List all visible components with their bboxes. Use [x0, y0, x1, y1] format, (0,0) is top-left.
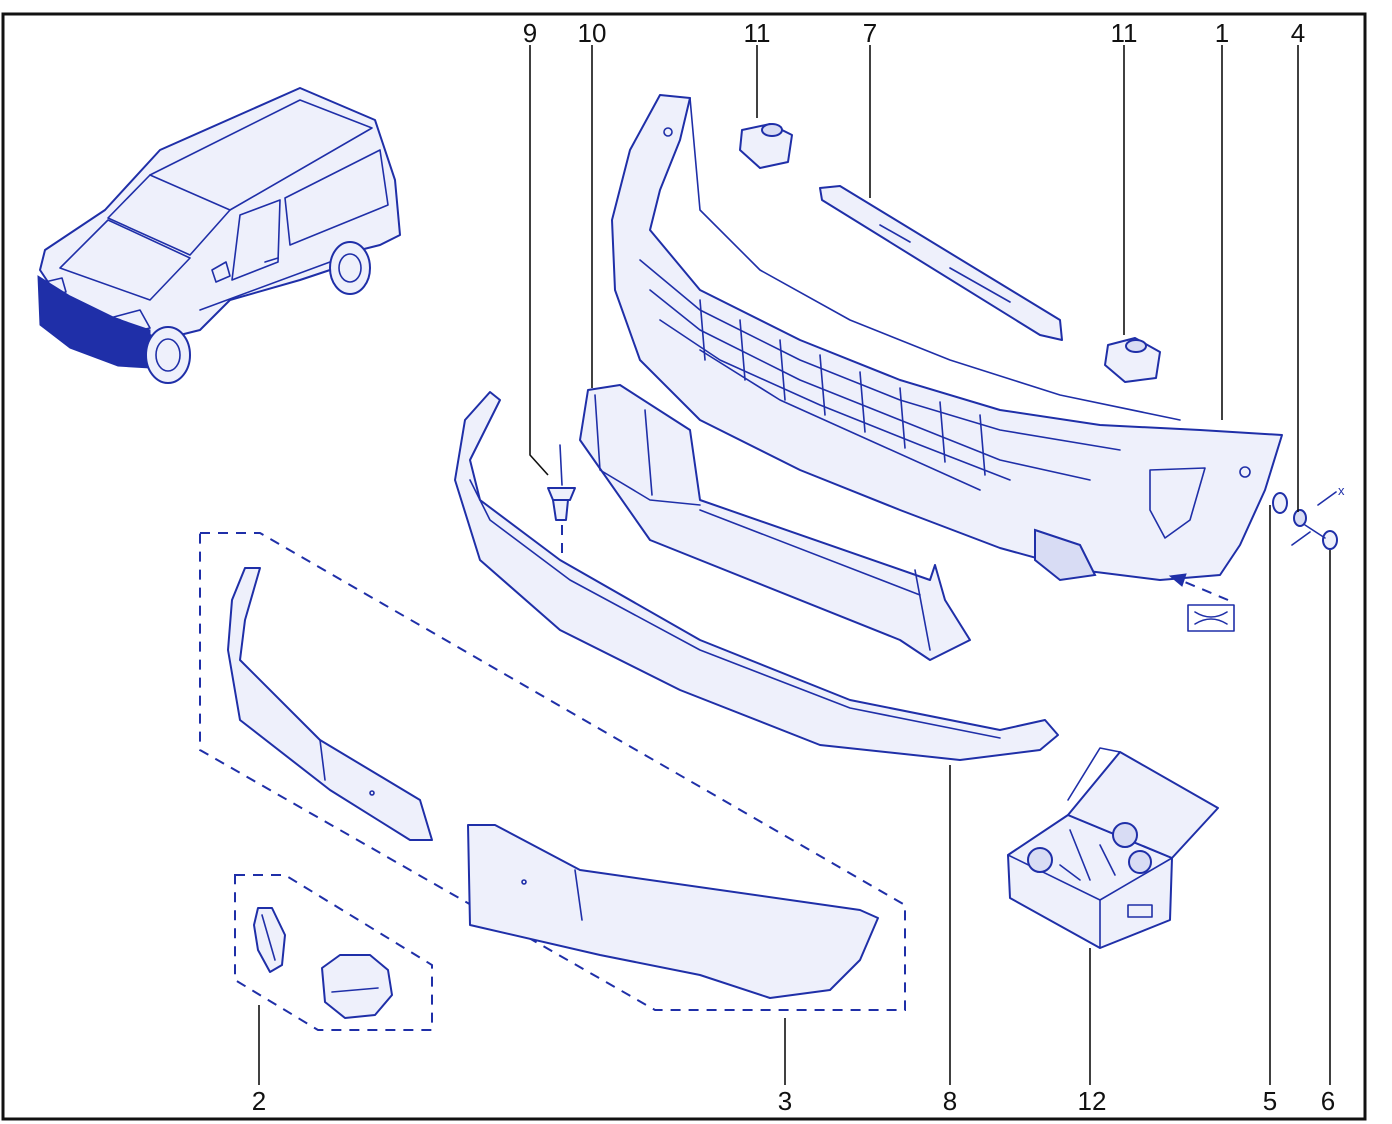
callout-9: 9 — [523, 18, 537, 48]
callout-11-top: 11 — [744, 18, 771, 48]
diagram-border — [1, 12, 1367, 1121]
part-2-covers — [253, 907, 393, 1019]
part-3-trim-right — [467, 824, 879, 999]
callout-8: 8 — [943, 1086, 957, 1116]
part-11-clip-top — [739, 123, 793, 169]
part-10-absorber — [579, 384, 971, 661]
callout-11-right: 11 — [1111, 18, 1138, 48]
group-outline-3 — [199, 532, 906, 1011]
part-7-upper-strip — [819, 185, 1063, 341]
callout-6: 6 — [1321, 1086, 1335, 1116]
callout-5: 5 — [1263, 1086, 1277, 1116]
callout-1: 1 — [1215, 18, 1229, 48]
parts-4-5-6-fasteners — [1272, 491, 1338, 550]
callout-12: 12 — [1078, 1086, 1107, 1116]
callout-10: 10 — [578, 18, 607, 48]
part-12-kit-box — [1007, 747, 1219, 949]
part-11-clip-right — [1104, 337, 1161, 383]
part-9-push-rivet — [547, 444, 576, 560]
callout-4: 4 — [1291, 18, 1305, 48]
callout-2: 2 — [252, 1086, 266, 1116]
part-3-trim-left — [227, 567, 433, 841]
dimension-label-x: x — [1338, 483, 1345, 498]
van-illustration — [37, 87, 401, 384]
callout-7: 7 — [863, 18, 877, 48]
callout-3: 3 — [778, 1086, 792, 1116]
part-1-bumper-shell — [611, 94, 1283, 632]
leader-lines — [258, 45, 1331, 1085]
part-8-lower-spoiler — [454, 391, 1059, 761]
